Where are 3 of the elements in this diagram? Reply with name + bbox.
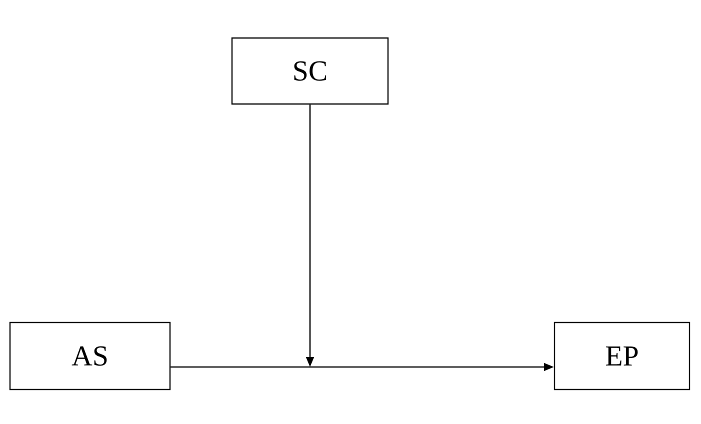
variable-box: EP <box>554 322 690 390</box>
variable-box: AS <box>9 322 171 390</box>
variable-box: SC <box>231 37 389 105</box>
